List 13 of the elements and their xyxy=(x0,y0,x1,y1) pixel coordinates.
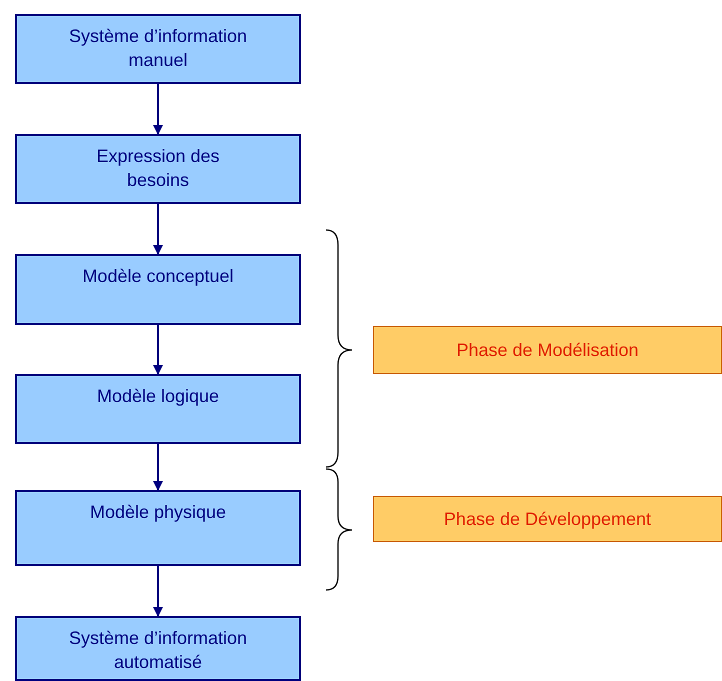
process-box: Modèle conceptuel xyxy=(15,254,301,325)
arrow xyxy=(153,566,163,617)
arrow xyxy=(153,84,163,135)
process-box: Expression des besoins xyxy=(15,134,301,204)
process-box: Système d’information manuel xyxy=(15,14,301,84)
process-box: Modèle logique xyxy=(15,374,301,444)
arrow xyxy=(153,444,163,491)
arrow xyxy=(153,325,163,375)
process-box: Système d’information automatisé xyxy=(15,616,301,681)
process-box: Modèle physique xyxy=(15,490,301,566)
phase-box: Phase de Modélisation xyxy=(373,326,722,374)
phase-box: Phase de Développement xyxy=(373,496,722,542)
arrow xyxy=(153,204,163,255)
